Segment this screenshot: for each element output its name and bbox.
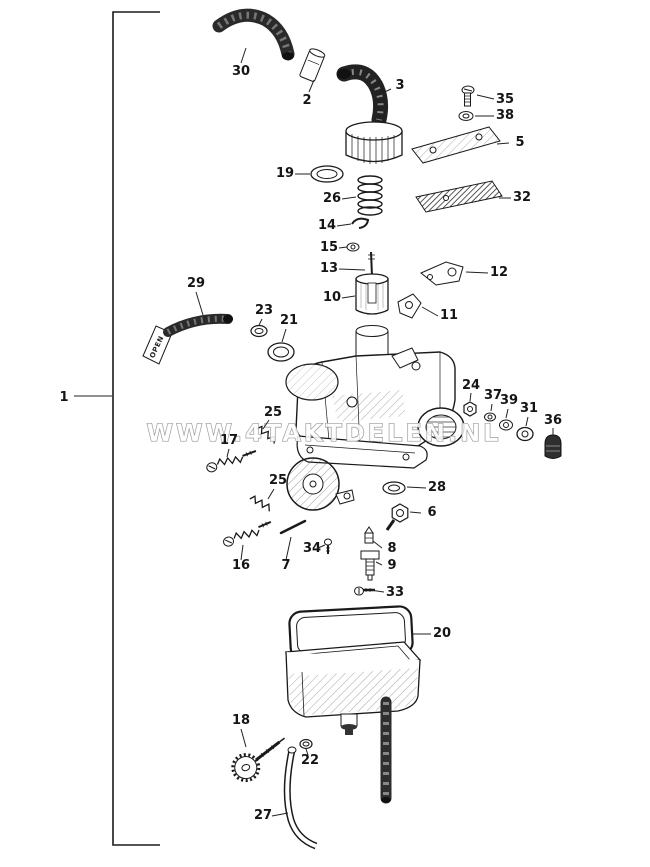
part-label-25a: 25 [264, 405, 282, 420]
part-pump-cover [286, 457, 355, 511]
part-label-9: 9 [387, 558, 396, 573]
part-label-32: 32 [513, 190, 531, 205]
part-pin-7 [279, 519, 307, 535]
part-label-27: 27 [254, 808, 272, 823]
part-washer-19 [310, 165, 344, 183]
part-screw-34 [324, 538, 332, 554]
part-screw-17 [206, 450, 257, 473]
carburetor-body [285, 325, 465, 469]
part-ring-23 [250, 324, 268, 338]
part-screw-35 [461, 85, 475, 107]
part-ring-21 [267, 342, 295, 362]
part-plate-32 [415, 180, 503, 213]
part-washer-28 [382, 481, 406, 495]
part-labels: 1 2 3 5 6 7 8 9 10 11 12 13 14 15 16 17 … [59, 64, 562, 823]
part-label-26: 26 [323, 191, 341, 206]
part-label-38: 38 [496, 108, 514, 123]
part-label-39: 39 [500, 393, 518, 408]
part-label-3: 3 [395, 78, 404, 93]
part-bolt-6 [385, 503, 409, 531]
part-label-11: 11 [440, 308, 458, 323]
part-label-13: 13 [320, 261, 338, 276]
part-rubber-cap-36 [544, 434, 562, 459]
part-washer-37 [484, 412, 496, 422]
part-label-21: 21 [280, 313, 298, 328]
part-label-8: 8 [387, 541, 396, 556]
part-nut-15 [346, 242, 360, 252]
part-washer-38 [458, 111, 474, 121]
part-label-16: 16 [232, 558, 250, 573]
part-bracket-12 [420, 261, 464, 286]
part-washer-39 [499, 419, 513, 431]
part-label-2: 2 [302, 93, 311, 108]
watermark: WWW.4TAKTDELEN.NL [147, 419, 502, 447]
part-nut-24 [463, 401, 477, 417]
part-choke-lever-29: OPEN [142, 313, 233, 365]
part-label-29: 29 [187, 276, 205, 291]
part-joint-sleeve-2 [299, 48, 326, 82]
part-label-20: 20 [433, 626, 451, 641]
part-label-12: 12 [490, 265, 508, 280]
part-label-7: 7 [281, 558, 290, 573]
part-needle-valve-8 [364, 526, 374, 544]
part-label-28: 28 [428, 480, 446, 495]
part-label-37: 37 [484, 388, 502, 403]
part-label-5: 5 [515, 135, 524, 150]
part-inlet-pipe-3 [336, 64, 389, 128]
part-label-17: 17 [220, 433, 238, 448]
assembly-bracket [74, 11, 160, 846]
part-oring-22 [299, 738, 313, 750]
part-label-36: 36 [544, 413, 562, 428]
part-label-25b: 25 [269, 473, 287, 488]
part-clamp-11 [397, 293, 422, 319]
part-label-31: 31 [520, 401, 538, 416]
part-label-19: 19 [276, 166, 294, 181]
part-label-6: 6 [427, 505, 436, 520]
part-fuel-tube-30 [212, 8, 295, 61]
part-throttle-slide-10 [355, 273, 389, 315]
part-nut-31 [516, 426, 534, 442]
part-spring-25-lower [249, 495, 270, 512]
part-label-14: 14 [318, 218, 336, 233]
leader-lines [195, 47, 554, 817]
part-overflow-tube [380, 696, 392, 804]
part-screw-33 [354, 586, 375, 596]
part-clip-14 [351, 217, 370, 229]
part-label-15: 15 [320, 240, 338, 255]
part-label-35: 35 [496, 92, 514, 107]
part-label-18: 18 [232, 713, 250, 728]
part-screw-16 [223, 520, 272, 547]
part-label-1: 1 [59, 390, 68, 405]
part-label-33: 33 [386, 585, 404, 600]
part-label-22: 22 [301, 753, 319, 768]
part-label-30: 30 [232, 64, 250, 79]
part-label-23: 23 [255, 303, 273, 318]
part-label-34: 34 [303, 541, 321, 556]
part-float-bowl [284, 641, 422, 735]
part-label-24: 24 [462, 378, 480, 393]
part-drain-tube-27 [283, 746, 318, 850]
part-top-cap [345, 121, 403, 164]
part-plate-5 [411, 126, 501, 164]
part-drain-screw-18 [231, 737, 286, 783]
part-spring-25-upper [256, 425, 276, 444]
part-main-jet-9 [360, 550, 380, 581]
part-spring-26 [357, 175, 383, 216]
part-label-10: 10 [323, 290, 341, 305]
